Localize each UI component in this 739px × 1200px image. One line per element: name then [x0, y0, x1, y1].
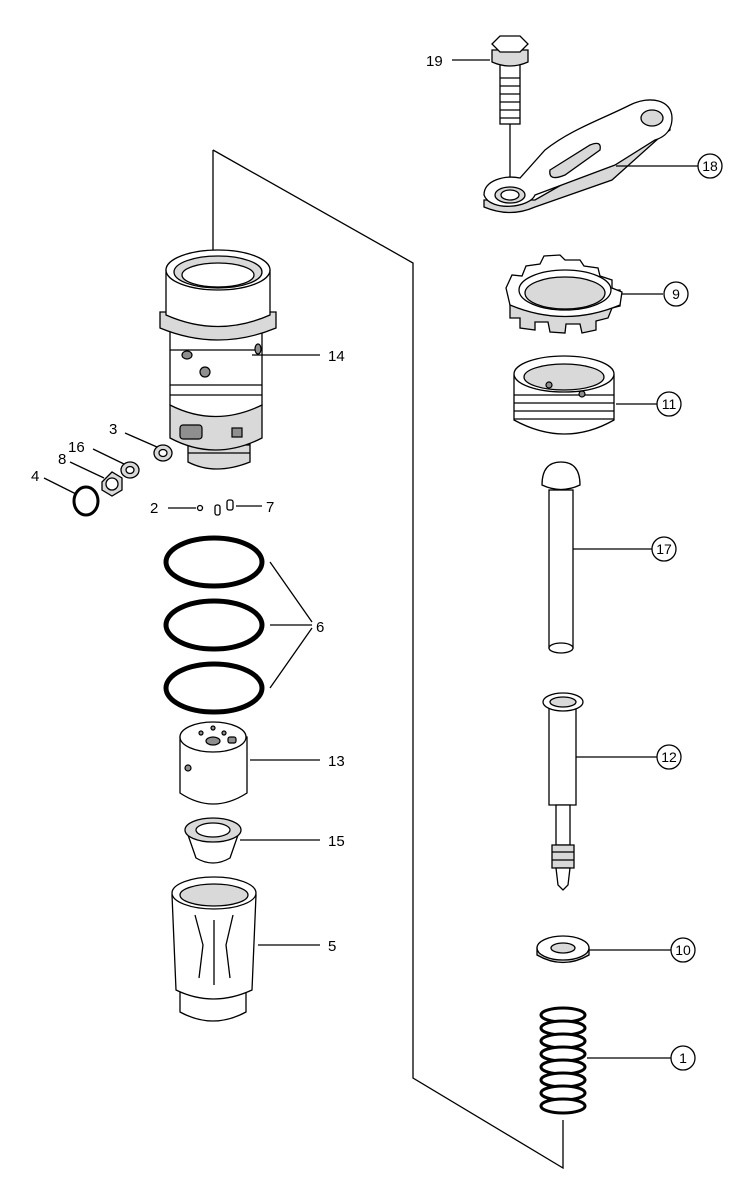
label-16: 16 [68, 439, 85, 456]
part-5-retaining-nut: 5 [171, 876, 336, 1022]
part-14-holder-body: 14 [159, 249, 345, 470]
label-14: 14 [328, 348, 345, 365]
label-4: 4 [31, 468, 39, 485]
label-10: 10 [675, 942, 691, 958]
label-18: 18 [702, 158, 718, 174]
label-3: 3 [109, 421, 117, 438]
part-9-lock-nut: 9 [505, 254, 689, 334]
part-7-pins: 7 [214, 499, 274, 516]
part-15-nozzle: 15 [184, 817, 345, 864]
part-12-spindle: 12 [542, 692, 682, 891]
part-16-washer: 16 [68, 439, 140, 479]
label-6: 6 [316, 619, 324, 636]
part-13-spacer: 13 [179, 721, 345, 805]
label-17: 17 [656, 541, 672, 557]
part-17-push-rod: 17 [541, 461, 677, 654]
label-12: 12 [661, 749, 677, 765]
label-9: 9 [672, 286, 680, 302]
part-10-spring-seat: 10 [536, 935, 696, 964]
part-19-bolt: 19 [426, 35, 529, 195]
label-15: 15 [328, 833, 345, 850]
label-13: 13 [328, 753, 345, 770]
part-6-o-rings: 6 [163, 535, 324, 715]
label-11: 11 [662, 396, 677, 412]
label-2: 2 [150, 500, 158, 517]
label-7: 7 [266, 499, 274, 516]
label-19: 19 [426, 53, 443, 70]
label-5: 5 [328, 938, 336, 955]
part-3-washer: 3 [109, 421, 173, 462]
part-11-adjusting-screw: 11 [513, 355, 682, 435]
part-1-spring: 1 [539, 1006, 696, 1115]
label-8: 8 [58, 451, 66, 468]
part-18-clamp: 18 [483, 99, 723, 214]
label-1: 1 [679, 1050, 687, 1066]
part-4-snap-ring: 4 [31, 468, 100, 517]
part-8-plug: 8 [58, 451, 123, 497]
part-2-ball: 2 [150, 500, 204, 517]
